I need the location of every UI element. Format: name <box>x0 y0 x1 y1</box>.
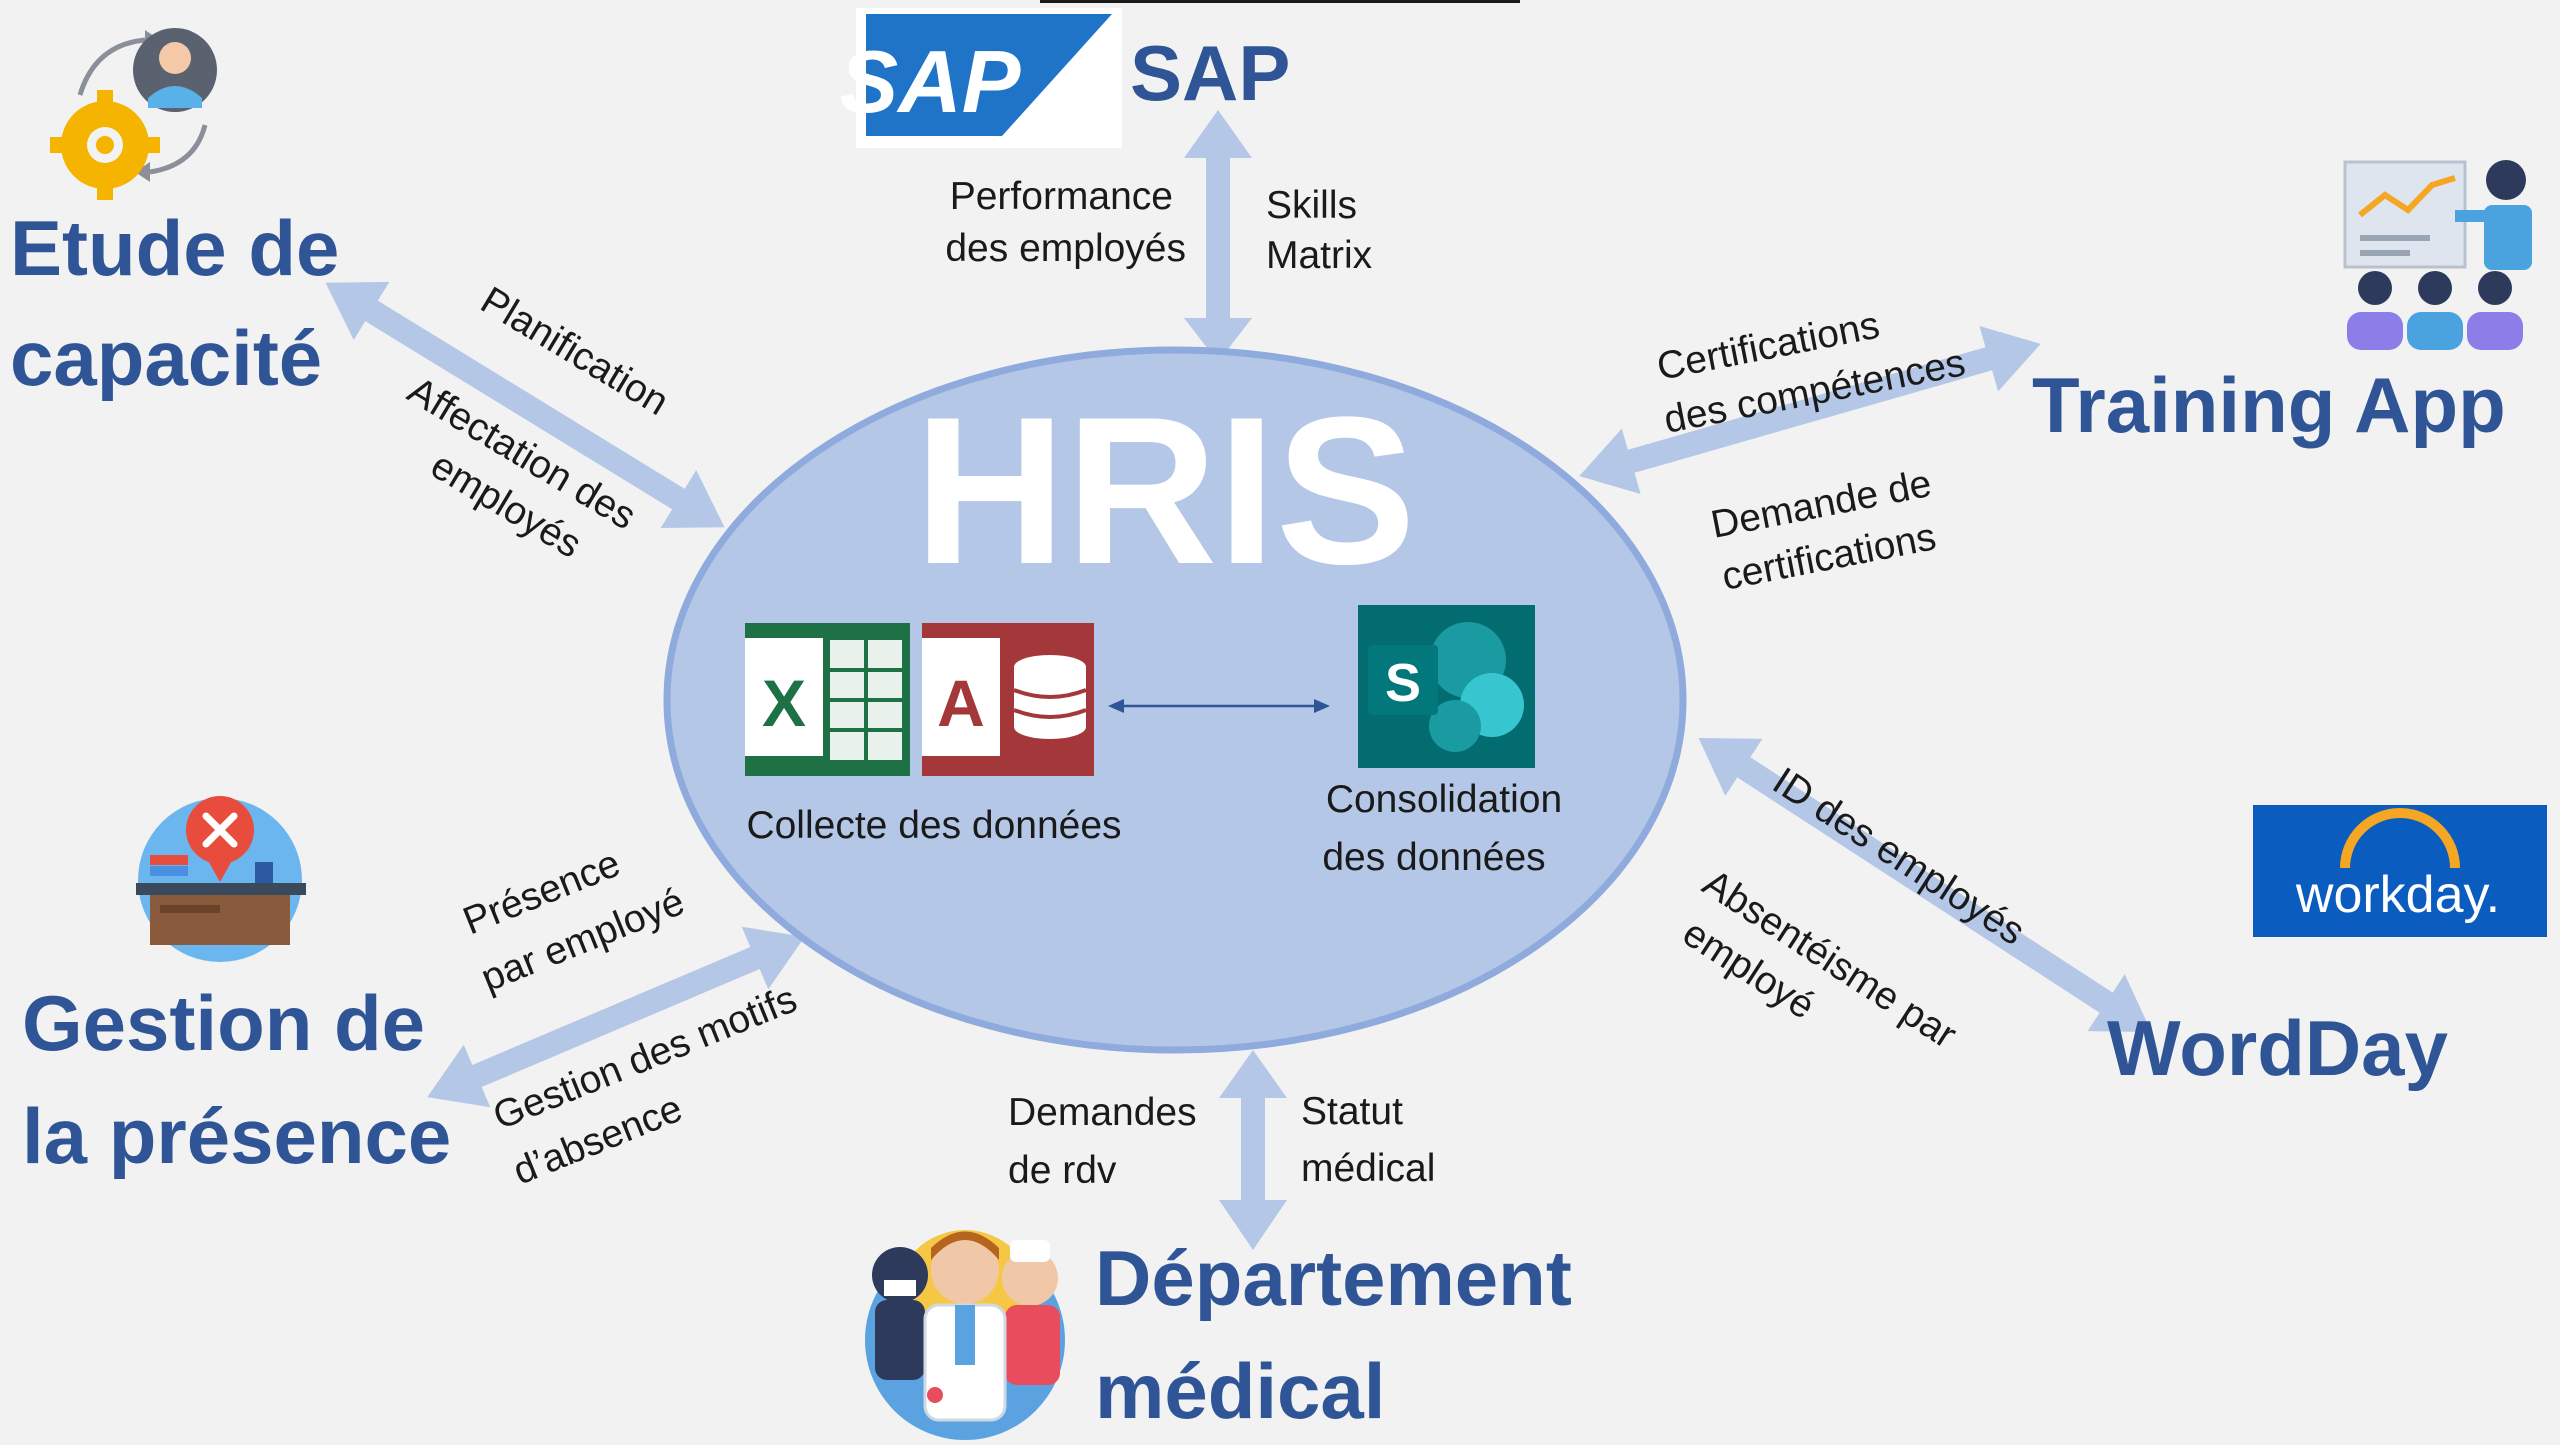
workday-logo-text: workday. <box>2295 866 2500 924</box>
data-flow-arrow <box>1108 699 1330 713</box>
sap-logo-mark: ® <box>1022 113 1037 135</box>
training-presentation-icon <box>2343 160 2532 350</box>
presence-desk-icon <box>136 796 306 962</box>
excel-icon: X <box>745 623 910 776</box>
medical-title-line2: médical <box>1095 1347 1385 1435</box>
collect-label: Collecte des données <box>746 804 1121 847</box>
workday-title: WordDay <box>2107 1004 2448 1092</box>
sharepoint-icon: S <box>1358 605 1535 768</box>
capacity-title-line1: Etude de <box>10 204 339 292</box>
consolidation-label-line2: des données <box>1322 836 1545 879</box>
sap-label-left-line2: des employés <box>945 227 1186 270</box>
hris-title: HRIS <box>914 373 1416 608</box>
workday-logo: workday. <box>2253 805 2547 937</box>
presence-connector-arrow <box>427 926 805 1108</box>
medical-label-left-line1: Demandes <box>1008 1091 1197 1134</box>
medical-staff-icon <box>865 1230 1065 1440</box>
top-rule <box>1040 0 1520 3</box>
sap-label-right-line2: Matrix <box>1266 234 1373 277</box>
medical-connector-arrow <box>1219 1050 1287 1250</box>
sharepoint-letter: S <box>1385 653 1421 713</box>
presence-title-line2: la présence <box>22 1092 451 1180</box>
training-title: Training App <box>2032 361 2506 449</box>
sap-label-left-line1: Performance <box>950 175 1173 218</box>
excel-letter: X <box>762 666 806 740</box>
access-letter: A <box>937 666 985 740</box>
sap-label-right-line1: Skills <box>1266 184 1357 227</box>
medical-label-right-line1: Statut <box>1301 1090 1403 1133</box>
medical-label-left-line2: de rdv <box>1008 1149 1117 1192</box>
capacity-title-line2: capacité <box>10 314 322 402</box>
capacity-connector-arrow <box>325 281 725 529</box>
presence-title-line1: Gestion de <box>22 979 425 1067</box>
training-connector-arrow <box>1579 326 2041 494</box>
sap-title: SAP <box>1130 29 1290 117</box>
sap-logo-text: SAP <box>840 32 1021 131</box>
hris-ellipse <box>663 346 1687 1054</box>
capacity-gear-person-icon <box>50 28 217 200</box>
sap-logo: SAP ® <box>840 8 1122 148</box>
medical-label-right-line2: médical <box>1301 1147 1435 1190</box>
sap-connector-arrow <box>1184 110 1252 362</box>
medical-title-line1: Département <box>1095 1234 1572 1322</box>
consolidation-label-line1: Consolidation <box>1326 778 1562 821</box>
access-icon: A <box>922 623 1094 776</box>
workday-connector-arrow <box>1698 737 2152 1033</box>
